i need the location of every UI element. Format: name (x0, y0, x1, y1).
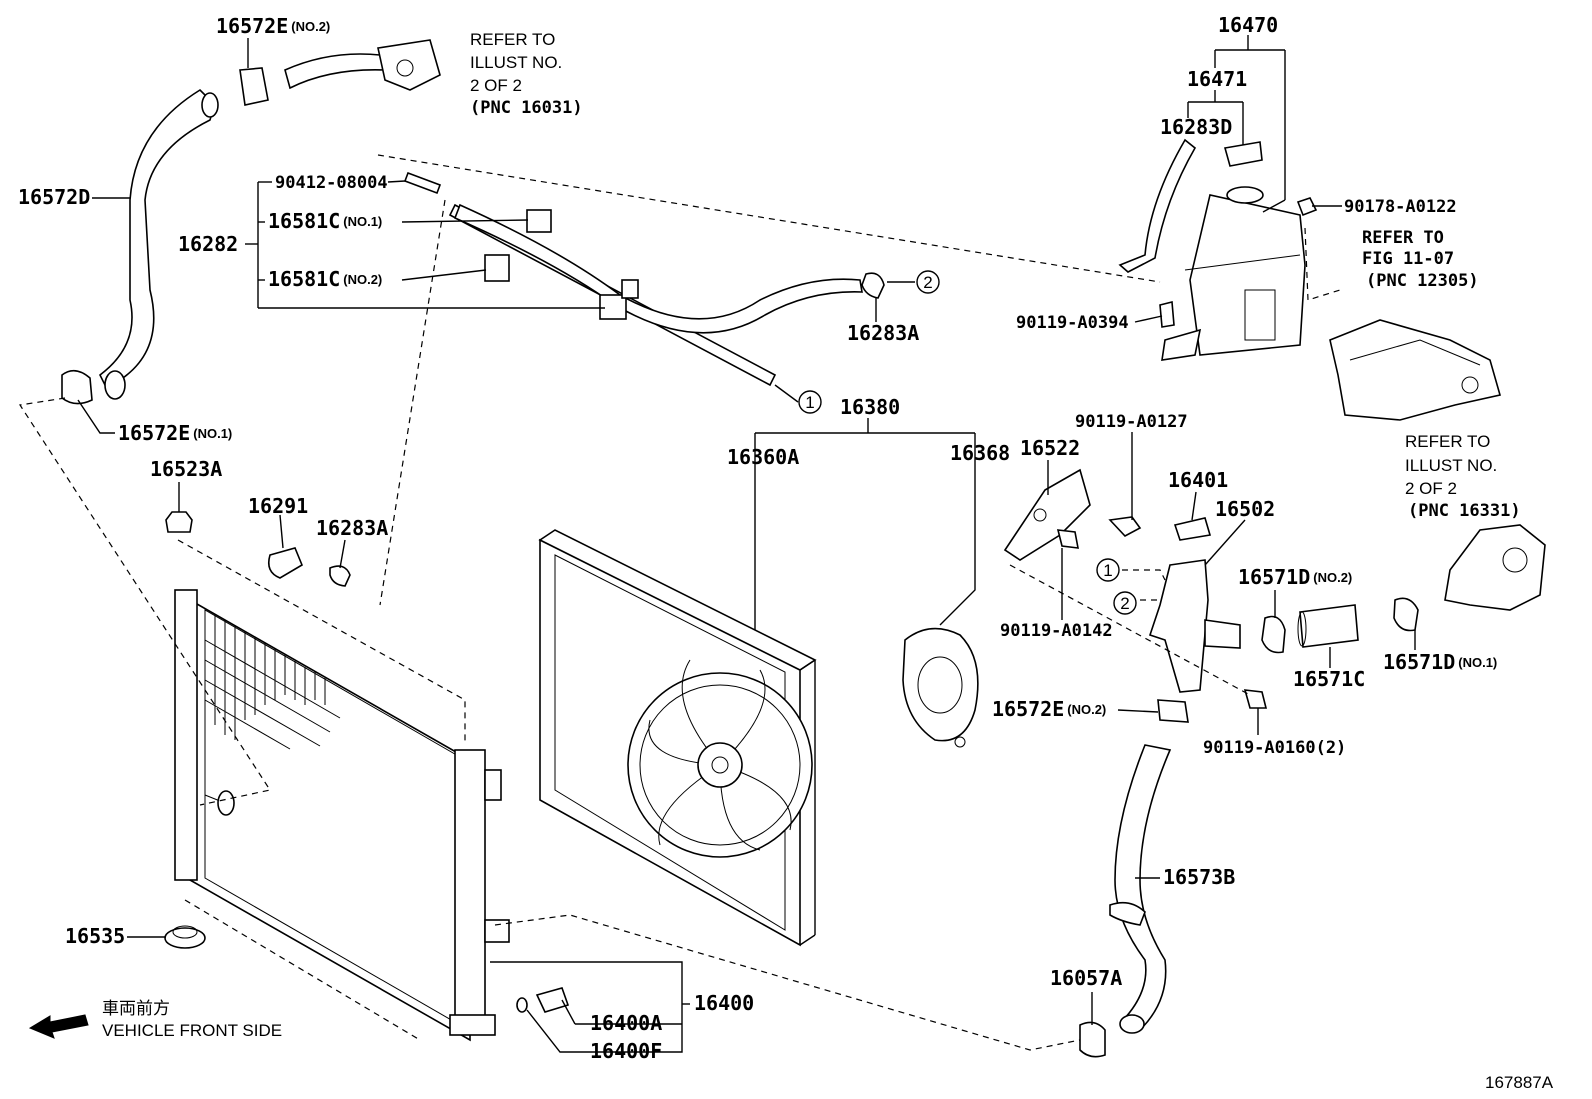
cap-16401-drawing (1173, 517, 1212, 541)
fan-shroud-drawing (538, 529, 817, 947)
svg-text:REFER TO: REFER TO (1362, 228, 1444, 248)
label-16470[interactable]: 16470 (1218, 13, 1278, 37)
callout-2-top: 2 (923, 273, 932, 292)
bracket-16522-drawing (1003, 468, 1091, 561)
label-16502[interactable]: 16502 (1215, 497, 1275, 521)
svg-text:2 OF 2: 2 OF 2 (1405, 479, 1457, 498)
cushion-16535-drawing (164, 925, 206, 949)
svg-text:2 OF 2: 2 OF 2 (470, 76, 522, 95)
label-16360A[interactable]: 16360A (727, 445, 799, 469)
label-16523A[interactable]: 16523A (150, 457, 222, 481)
hose-16571C-drawing (1297, 604, 1359, 648)
label-16571C[interactable]: 16571C (1293, 667, 1365, 691)
clip-16283A-mid-drawing (329, 565, 351, 587)
svg-text:REFER TO: REFER TO (470, 30, 555, 49)
label-16368[interactable]: 16368 (950, 441, 1010, 465)
upper-radiator-hose-drawing (98, 88, 219, 400)
label-16400F[interactable]: 16400F (590, 1039, 662, 1063)
bolt-90119-A0160-drawing (1243, 689, 1268, 709)
label-16535[interactable]: 16535 (65, 924, 125, 948)
label-16283A-mid[interactable]: 16283A (316, 516, 388, 540)
bolt-90119-A0127-drawing (1108, 516, 1142, 537)
label-90412-08004[interactable]: 90412-08004 (275, 173, 388, 193)
cushion-16523A-drawing (165, 511, 193, 533)
motor-cover-drawing (902, 627, 979, 748)
label-16283A-top[interactable]: 16283A (847, 321, 919, 345)
label-16581C-no2[interactable]: 16581C(NO.2) (268, 267, 382, 291)
engine-mount-ref-drawing (1329, 319, 1502, 421)
label-16291[interactable]: 16291 (248, 494, 308, 518)
clamp-16572E-top-drawing (239, 67, 269, 106)
radiator-drawing (174, 589, 510, 1042)
part-labels: 16572E(NO.2) 16572D 90412-08004 16581C(N… (18, 13, 1497, 1063)
svg-text:(PNC 16331): (PNC 16331) (1408, 501, 1521, 521)
label-16283D[interactable]: 16283D (1160, 115, 1232, 139)
svg-text:FIG 11-07: FIG 11-07 (1362, 249, 1454, 269)
reference-note-16331: REFER TO ILLUST NO. 2 OF 2 (PNC 16331) (1405, 432, 1521, 521)
label-90119-A0127[interactable]: 90119-A0127 (1075, 412, 1188, 432)
callout-2-right: 2 (1120, 594, 1129, 613)
legend-en: VEHICLE FRONT SIDE (102, 1021, 282, 1040)
reserve-tank-drawing (1118, 138, 1318, 361)
diagram-id: 167887A (1485, 1073, 1554, 1092)
clamp-16571D-no2-drawing (1261, 615, 1286, 654)
dashed-leader-lines (18, 154, 1341, 1051)
label-16522[interactable]: 16522 (1020, 436, 1080, 460)
svg-text:(PNC 16031): (PNC 16031) (470, 98, 583, 118)
label-16057A[interactable]: 16057A (1050, 966, 1122, 990)
label-16581C-no1[interactable]: 16581C(NO.1) (268, 209, 382, 233)
label-90178-A0122[interactable]: 90178-A0122 (1344, 197, 1457, 217)
legend-jp: 車両前方 (102, 999, 170, 1018)
label-16572D[interactable]: 16572D (18, 185, 90, 209)
clamp-16571D-no1-drawing (1393, 597, 1419, 632)
solid-leader-lines (77, 35, 1416, 1053)
label-16572E-no2-top[interactable]: 16572E(NO.2) (216, 14, 330, 38)
water-outlet-16502-drawing (1148, 559, 1241, 693)
label-90119-A0142[interactable]: 90119-A0142 (1000, 621, 1113, 641)
label-16400[interactable]: 16400 (694, 991, 754, 1015)
label-90119-A0394[interactable]: 90119-A0394 (1016, 313, 1129, 333)
clamp-16057A-drawing (1079, 1021, 1106, 1058)
reference-note-12305: REFER TO FIG 11-07 (PNC 12305) (1362, 228, 1479, 291)
label-16571D-no1[interactable]: 16571D(NO.1) (1383, 650, 1497, 674)
callout-1-top: 1 (805, 393, 814, 412)
callout-1-right: 1 (1103, 561, 1112, 580)
label-16572E-no2-mid[interactable]: 16572E(NO.2) (992, 697, 1106, 721)
label-16401[interactable]: 16401 (1168, 468, 1228, 492)
reference-note-16031: REFER TO ILLUST NO. 2 OF 2 (PNC 16031) (470, 30, 583, 118)
label-16573B[interactable]: 16573B (1163, 865, 1235, 889)
clamp-16572E-no2-mid-drawing (1157, 699, 1189, 723)
label-16572E-no1[interactable]: 16572E(NO.1) (118, 421, 232, 445)
front-arrow-icon (28, 1014, 89, 1039)
label-16400A[interactable]: 16400A (590, 1011, 662, 1035)
svg-text:REFER TO: REFER TO (1405, 432, 1490, 451)
drain-cock-drawing (516, 987, 570, 1013)
vehicle-front-legend: 車両前方 VEHICLE FRONT SIDE (28, 999, 282, 1040)
lower-hose-16573B-drawing (1114, 744, 1172, 1034)
clamp-16057A-upper-drawing (1109, 901, 1146, 926)
thermostat-housing-ref-drawing (1444, 524, 1546, 611)
clamp-16572E-no1-drawing (61, 369, 93, 405)
label-90119-A0160[interactable]: 90119-A0160(2) (1203, 738, 1346, 758)
water-bypass-pipe-drawing (403, 171, 863, 387)
clip-16283A-top-drawing (861, 272, 885, 299)
callout-circles: 2 1 1 2 (798, 270, 1137, 615)
svg-text:ILLUST NO.: ILLUST NO. (1405, 456, 1497, 475)
label-16282[interactable]: 16282 (178, 232, 238, 256)
label-16571D-no2[interactable]: 16571D(NO.2) (1238, 565, 1352, 589)
bolt-90119-A0142-drawing (1056, 529, 1079, 549)
hose-16291-drawing (267, 547, 304, 579)
label-16380[interactable]: 16380 (840, 395, 900, 419)
inlet-pipe-top-drawing (284, 39, 441, 91)
svg-text:(PNC 12305): (PNC 12305) (1366, 271, 1479, 291)
svg-text:ILLUST NO.: ILLUST NO. (470, 53, 562, 72)
label-16471[interactable]: 16471 (1187, 67, 1247, 91)
